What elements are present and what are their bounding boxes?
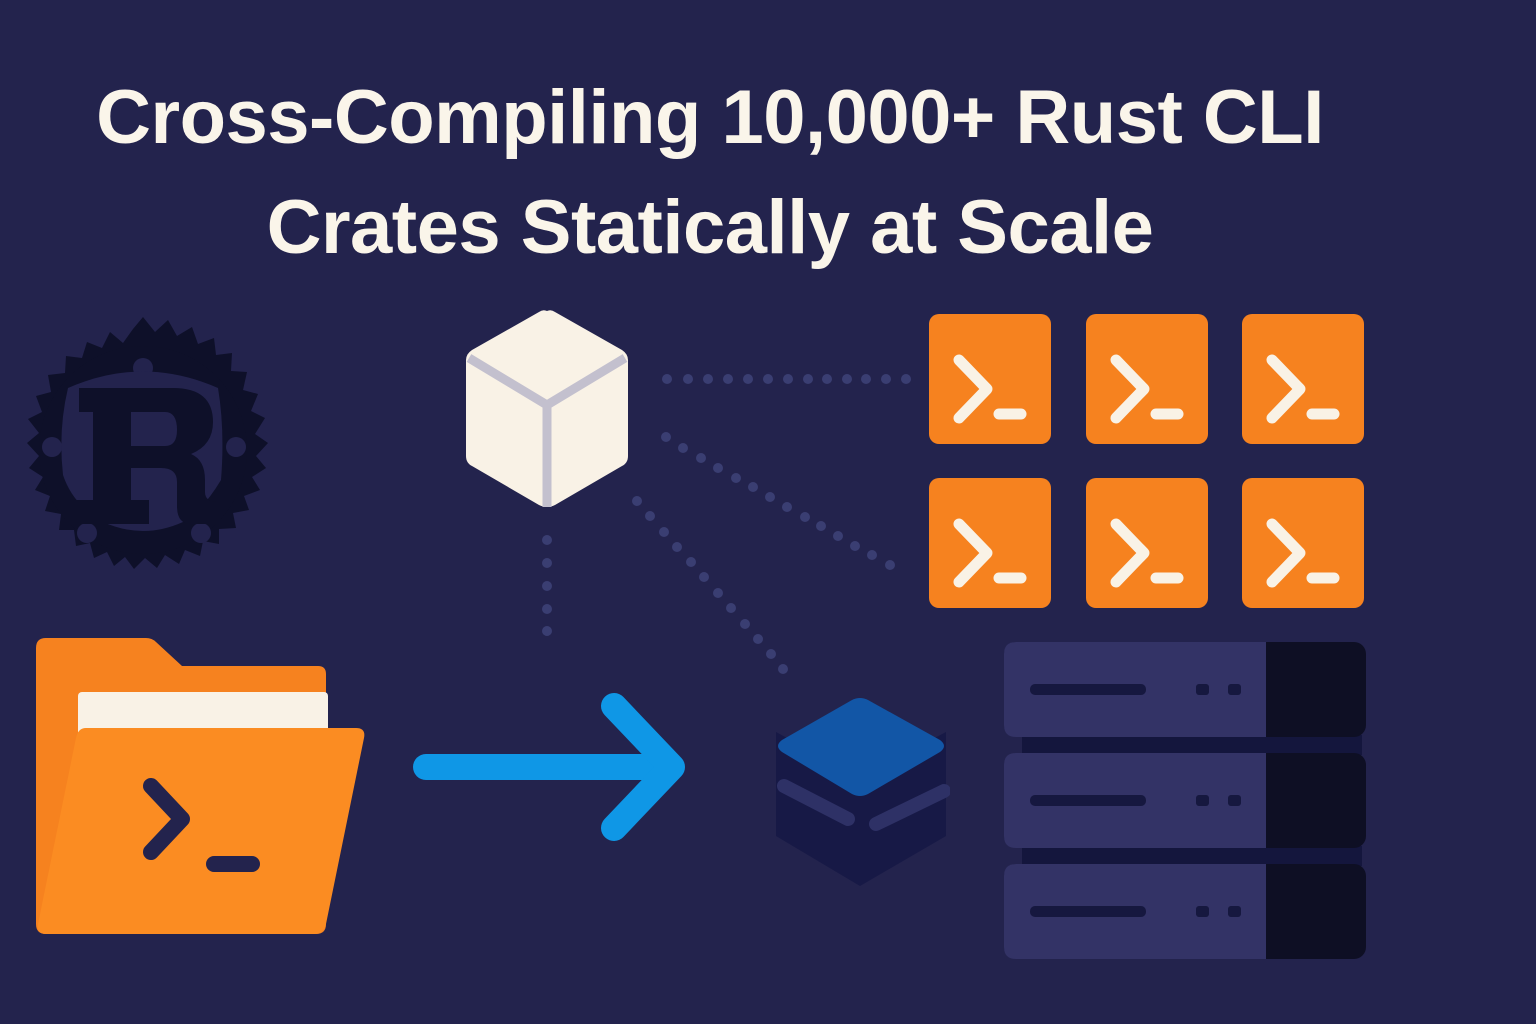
binary-tile[interactable] <box>1242 314 1364 444</box>
terminal-prompt-icon <box>1266 518 1340 588</box>
server-unit <box>1004 864 1366 959</box>
server-unit <box>1004 642 1366 737</box>
terminal-folder-icon[interactable] <box>34 636 366 936</box>
terminal-prompt-icon <box>953 354 1027 424</box>
binary-tile[interactable] <box>1242 478 1364 608</box>
title-line-2: Crates Statically at Scale <box>266 185 1154 270</box>
server-unit <box>1004 753 1366 848</box>
arrow-right-icon <box>413 693 685 841</box>
binary-tile[interactable] <box>929 478 1051 608</box>
binary-tile[interactable] <box>1086 314 1208 444</box>
terminal-prompt-icon <box>953 518 1027 588</box>
binary-tile[interactable] <box>929 314 1051 444</box>
terminal-prompt-icon <box>1110 518 1184 588</box>
title-line-1: Cross-Compiling 10,000+ Rust CLI <box>96 75 1324 160</box>
terminal-prompt-icon <box>1266 354 1340 424</box>
server-rack-icon[interactable] <box>1002 640 1370 962</box>
rust-gear-logo <box>27 317 268 569</box>
terminal-prompt-icon <box>1110 354 1184 424</box>
binary-tile[interactable] <box>1086 478 1208 608</box>
package-cube-icon <box>466 310 628 507</box>
stacked-block-icon <box>776 698 950 886</box>
